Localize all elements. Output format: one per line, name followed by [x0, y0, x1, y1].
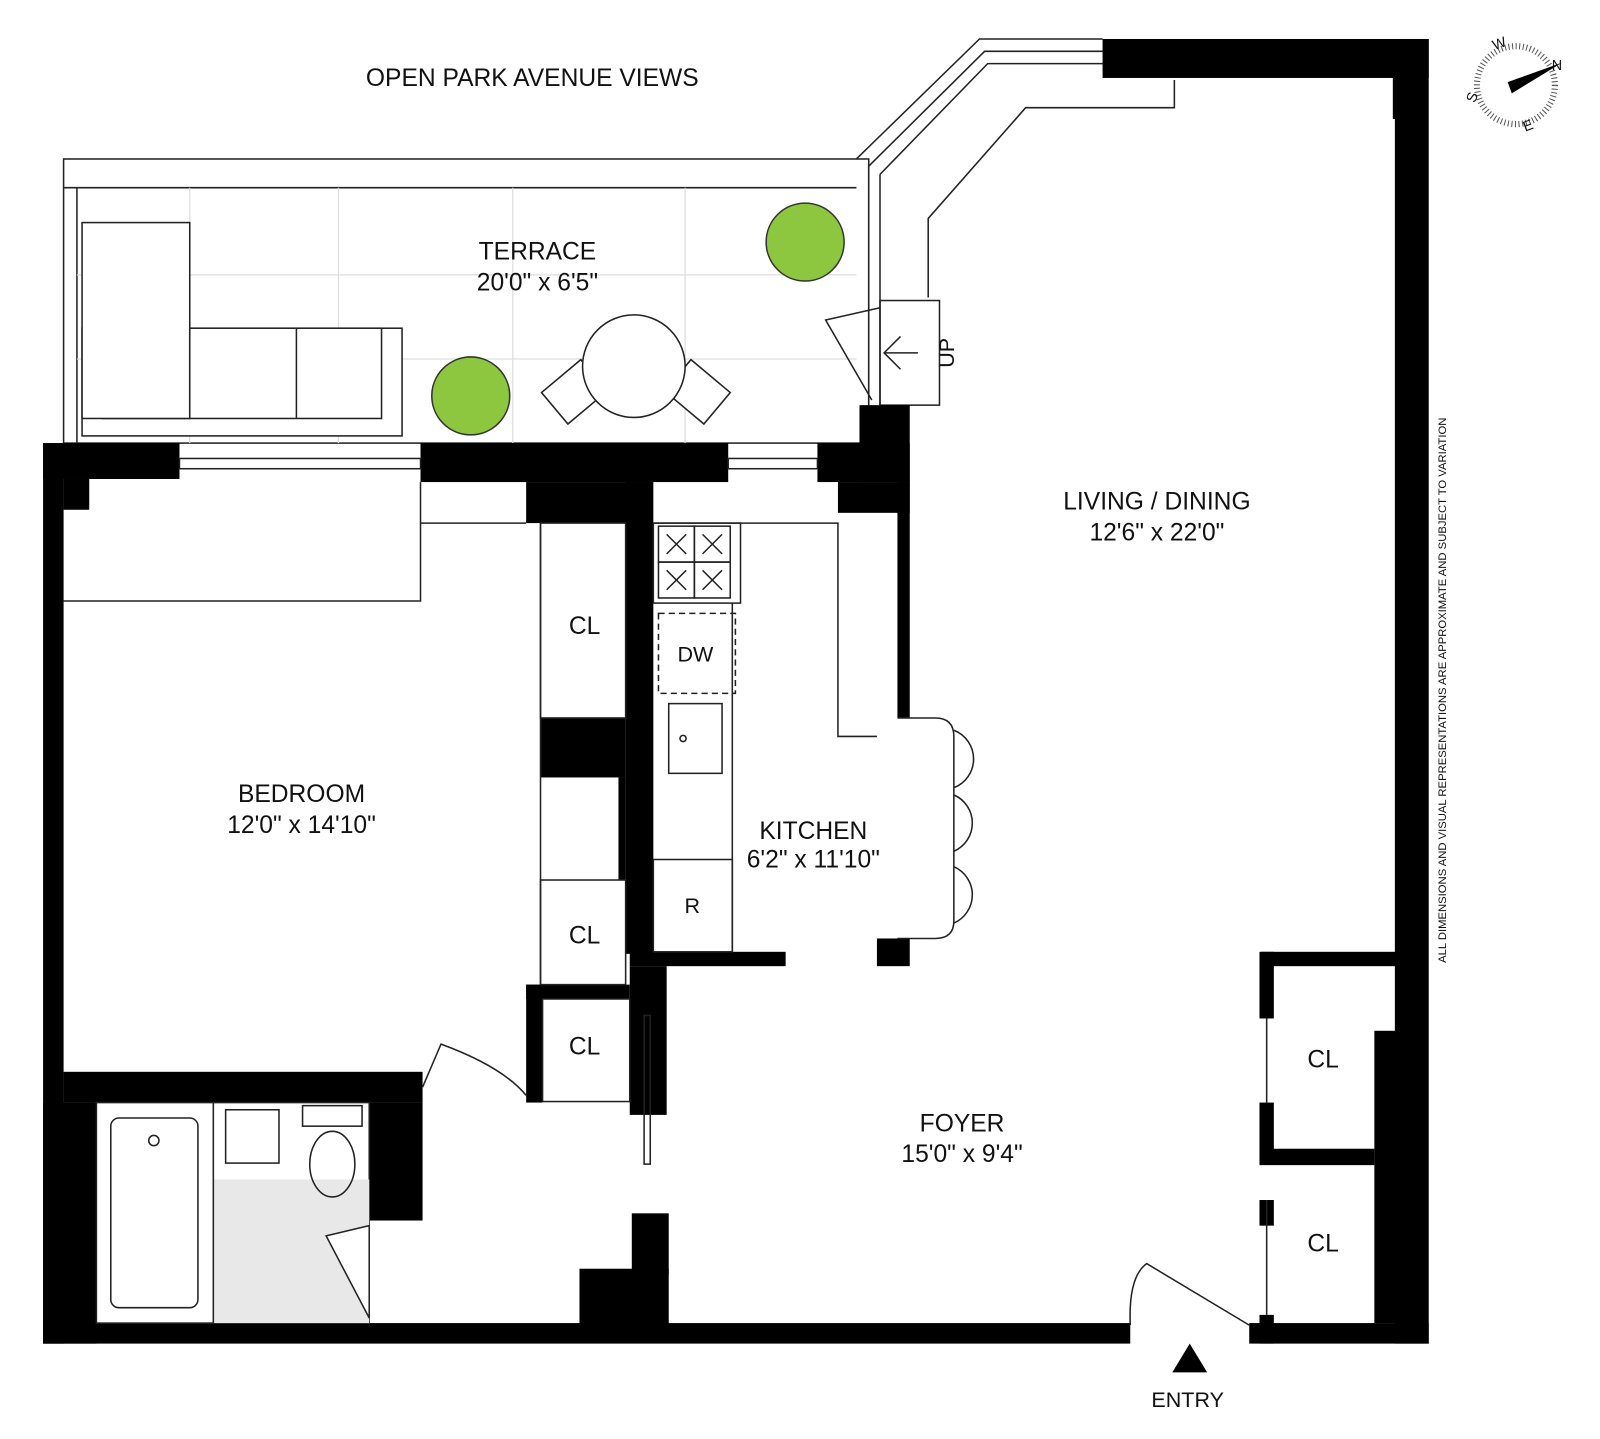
living-label: LIVING / DINING	[1063, 489, 1250, 516]
bedroom-label: BEDROOM	[238, 781, 365, 808]
views-label: OPEN PARK AVENUE VIEWS	[366, 65, 699, 92]
svg-text:S: S	[1464, 90, 1482, 104]
stairs-up-label: UP	[935, 338, 959, 368]
kitchen-dims: 6'2" x 11'10"	[747, 847, 880, 874]
table-chairs	[540, 314, 732, 426]
refrigerator-label: R	[685, 894, 701, 918]
terrace-label: TERRACE	[479, 239, 597, 266]
terrace-dims: 20'0" x 6'5"	[477, 269, 598, 296]
entry-label: ENTRY	[1151, 1388, 1224, 1412]
svg-text:N: N	[1552, 58, 1562, 74]
closet-label: CL	[569, 1033, 600, 1060]
plant-icon	[765, 202, 845, 282]
closet-label: CL	[569, 923, 600, 950]
bay-window	[824, 38, 1176, 406]
kitchen-label: KITCHEN	[759, 818, 867, 845]
terrace: TERRACE 20'0" x 6'5"	[62, 158, 870, 444]
dishwasher-label: DW	[677, 643, 714, 667]
closet-label: CL	[569, 613, 600, 640]
bathtub	[109, 1117, 199, 1309]
disclaimer: ALL DIMENSIONS AND VISUAL REPRESENTATION…	[1437, 418, 1449, 963]
sofa	[81, 221, 403, 437]
plant-icon	[431, 356, 511, 436]
windows	[178, 457, 819, 470]
toilet	[308, 1130, 356, 1198]
bedroom-fixtures	[63, 482, 631, 1103]
living-dims: 12'6" x 22'0"	[1089, 520, 1224, 547]
closet-label: CL	[1307, 1230, 1338, 1257]
entry-arrow-icon	[1172, 1343, 1208, 1373]
bedroom-dims: 12'0" x 14'10"	[227, 812, 376, 839]
kitchen-fixtures	[652, 522, 975, 953]
foyer-dims: 15'0" x 9'4"	[901, 1141, 1022, 1168]
compass-icon: N E S W	[1464, 34, 1562, 135]
svg-text:W: W	[1490, 34, 1509, 54]
closet-label: CL	[1307, 1047, 1338, 1074]
stove-icon	[657, 525, 732, 599]
bathroom	[95, 1101, 370, 1324]
doors	[643, 1014, 1268, 1326]
walls	[43, 38, 1429, 1344]
foyer-label: FOYER	[920, 1110, 1005, 1137]
sink	[224, 1108, 280, 1164]
svg-text:E: E	[1521, 117, 1535, 135]
